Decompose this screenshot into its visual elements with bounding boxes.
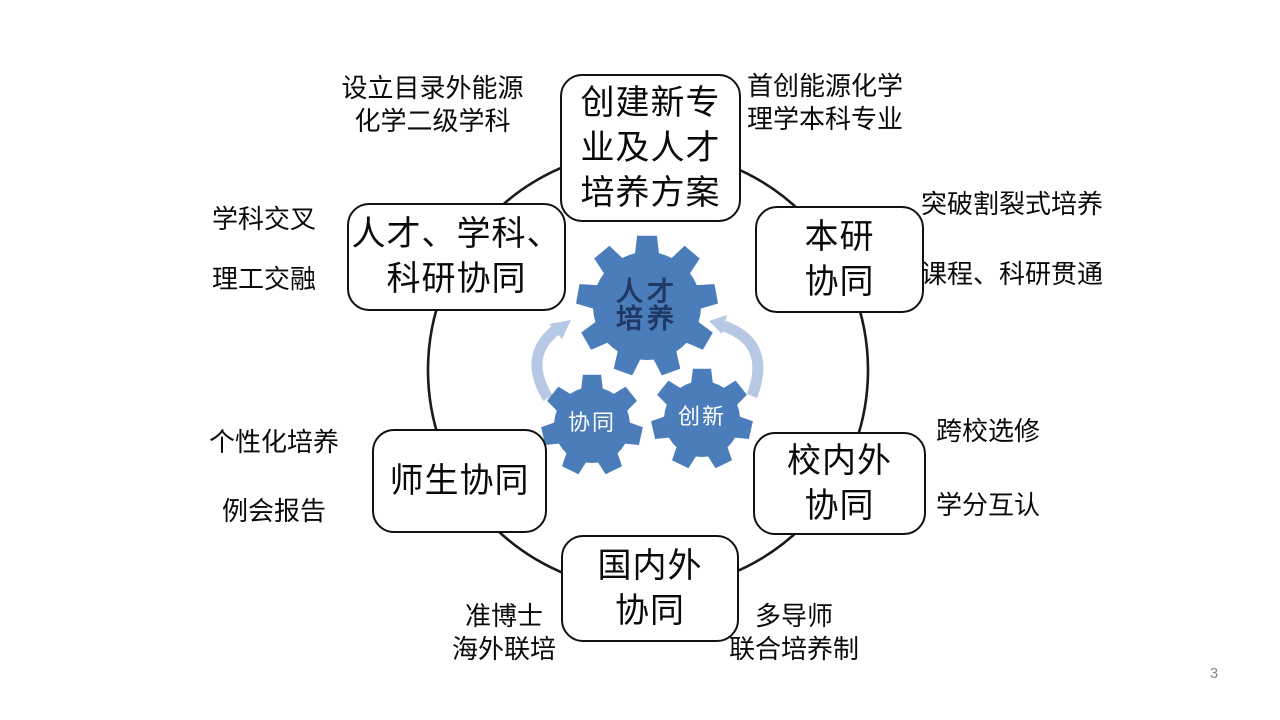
gear-left-icon [541,374,643,475]
annotation-left-2: 理工交融 [212,264,317,294]
annotation-left-3: 个性化培养 [209,427,340,457]
node-box-label: 国内外 协同 [597,546,703,630]
node-box-domestic-international: 国内外 协同 [561,535,739,642]
annotation-left-1: 学科交叉 [212,204,317,234]
annotation-left-4: 例会报告 [222,496,327,526]
page-number: 3 [1209,665,1219,682]
curved-arrow-left-icon [531,320,571,401]
annotation-bottom-left: 准博士 海外联培 [451,601,556,664]
node-box-new-major: 创建新专 业及人才 培养方案 [560,74,741,222]
annotation-bottom-right: 多导师 联合培养制 [728,601,859,664]
node-box-undergrad-grad: 本研 协同 [755,206,924,313]
annotation-right-2: 课程、科研贯通 [921,259,1104,289]
node-box-label: 师生协同 [389,461,530,500]
node-box-on-off-campus: 校内外 协同 [753,432,926,535]
node-box-label: 本研 协同 [804,217,875,301]
annotation-top-right: 首创能源化学 理学本科专业 [747,71,904,134]
gear-right-icon [651,368,753,469]
annotation-right-1: 突破割裂式培养 [921,189,1104,219]
annotation-right-4: 学分互认 [936,490,1041,520]
node-box-teacher-student: 师生协同 [372,429,547,533]
annotation-top-left: 设立目录外能源 化学二级学科 [341,73,524,136]
node-box-label: 校内外 协同 [787,441,892,525]
annotation-right-3: 跨校选修 [936,416,1041,446]
node-box-label: 人才、学科、 科研协同 [351,215,562,298]
gear-main-icon [576,235,718,376]
node-box-label: 创建新专 业及人才 培养方案 [580,83,721,212]
node-box-talent-discipline-research: 人才、学科、 科研协同 [347,203,566,311]
curved-arrow-right-icon [709,315,764,398]
